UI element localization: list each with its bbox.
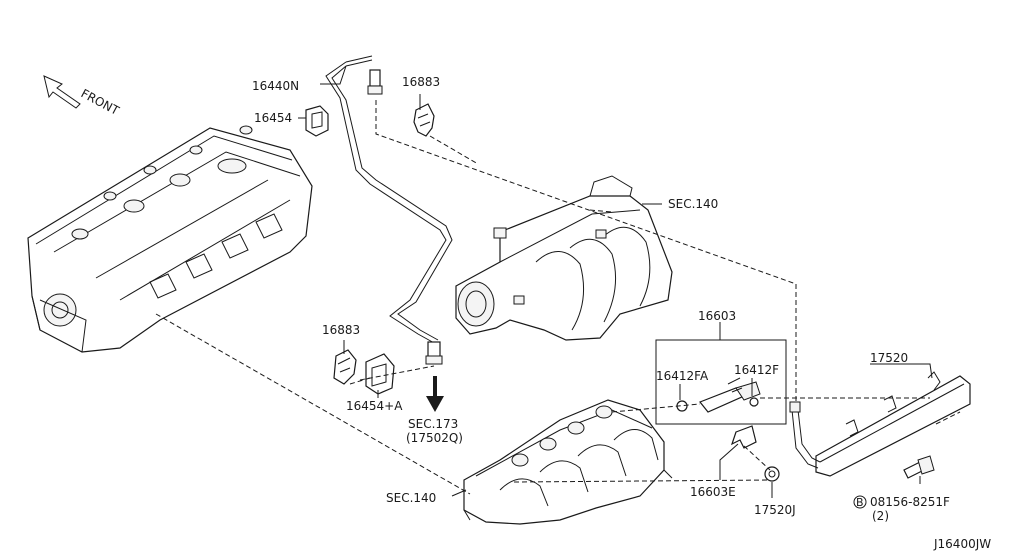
bolt-08156-8251f — [853, 455, 935, 509]
label-16603: 16603 — [698, 309, 736, 323]
fuel-injector — [676, 377, 761, 413]
clip-16454-a — [365, 353, 395, 395]
injector-group-box — [655, 322, 787, 425]
intake-manifold-upper — [455, 175, 673, 341]
fuel-rail-17520 — [789, 371, 971, 477]
reference-lines — [155, 100, 961, 495]
front-label: FRONT — [79, 86, 122, 118]
clamp-16883-mid — [333, 349, 357, 385]
seal-17520j — [764, 466, 780, 482]
label-17520j: 17520J — [754, 503, 796, 517]
label-sec140-top: SEC.140 — [668, 197, 718, 211]
label-16883-mid: 16883 — [322, 323, 360, 337]
label-16440n: 16440N — [252, 79, 299, 93]
clip-16454 — [305, 105, 329, 137]
cylinder-head — [27, 125, 313, 353]
down-arrow-icon — [426, 376, 444, 412]
label-sec140-bottom: SEC.140 — [386, 491, 436, 505]
drawing-code: J16400JW — [933, 537, 991, 551]
leader-lines — [298, 65, 933, 498]
label-16883-top: 16883 — [402, 75, 440, 89]
intake-manifold-lower — [463, 399, 673, 525]
label-16454: 16454 — [254, 111, 292, 125]
label-sec173: SEC.173 — [408, 417, 458, 431]
label-bolt-qty: (2) — [872, 509, 889, 523]
bolt-marker: B — [856, 496, 864, 509]
label-16412f: 16412F — [734, 363, 779, 377]
label-sec173-ref: (17502Q) — [406, 431, 463, 445]
label-16412fa: 16412FA — [656, 369, 709, 383]
fuel-hose-16440n — [325, 55, 453, 365]
label-17520: 17520 — [870, 351, 908, 365]
clamp-16883-top — [413, 103, 435, 137]
injector-clip-16603e — [730, 425, 757, 449]
label-16603e: 16603E — [690, 485, 736, 499]
label-16454-a: 16454+A — [346, 399, 403, 413]
front-arrow-icon — [43, 75, 81, 109]
label-bolt-part: 08156-8251F — [870, 495, 950, 509]
